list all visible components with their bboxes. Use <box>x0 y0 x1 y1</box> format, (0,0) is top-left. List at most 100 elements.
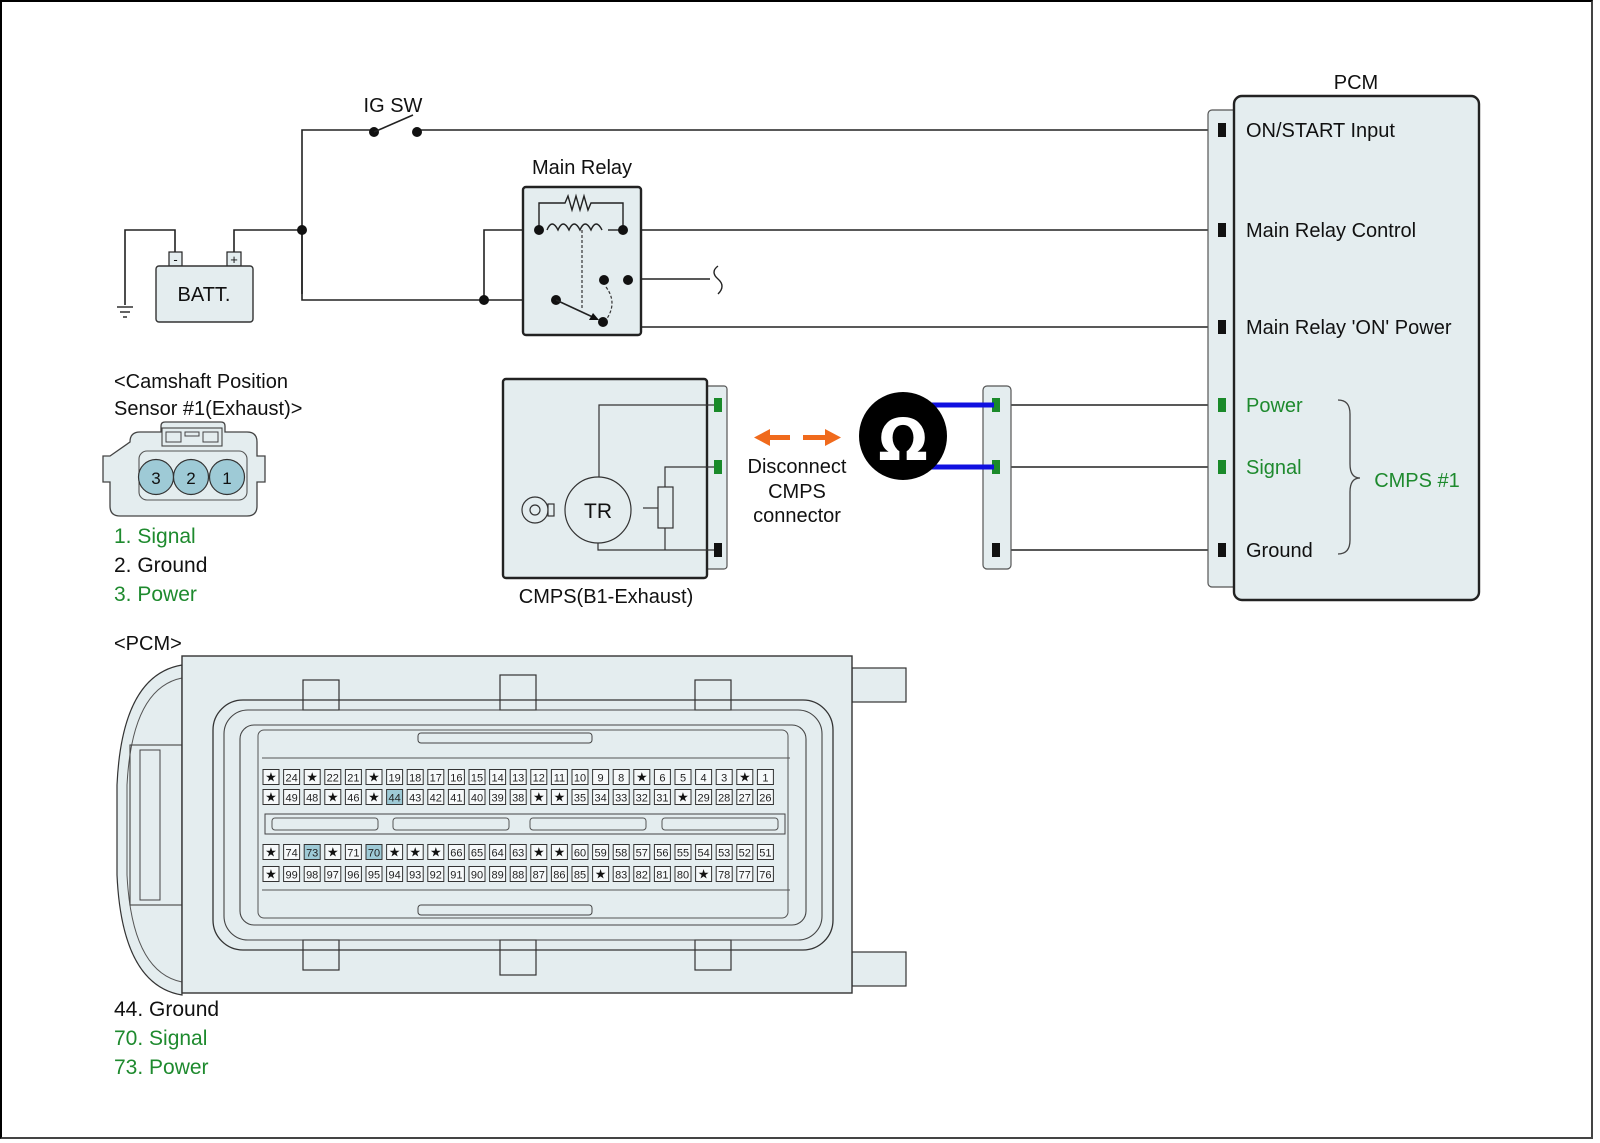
battery-label: BATT. <box>178 284 231 306</box>
disconnect-note-line2: CMPS <box>768 481 826 503</box>
pcm-pin-39 <box>489 789 507 805</box>
pcm-pin-unused <box>262 789 280 805</box>
star-icon: ★ <box>327 846 339 861</box>
pcm-terminal-pin <box>1218 460 1226 474</box>
pcm-pin-number: 51 <box>759 848 771 860</box>
pcm-pin-number: 73 <box>306 848 318 860</box>
pcm-pin-number: 38 <box>512 793 524 805</box>
pcm-terminal-label: Main Relay 'ON' Power <box>1246 317 1452 339</box>
pcm-pin-number: 82 <box>636 870 648 882</box>
transistor-icon <box>564 476 632 544</box>
pcm-pin-93 <box>406 866 424 882</box>
pcm-pin-44 <box>386 789 404 805</box>
pcm-pin-82 <box>633 866 651 882</box>
pcm-pin-unused <box>695 866 713 882</box>
pcm-pin-98 <box>303 866 321 882</box>
cmps-group-label: CMPS #1 <box>1374 470 1460 492</box>
pcm-pin-unused <box>530 844 548 860</box>
ohmmeter-probes <box>930 402 994 470</box>
pcm-pin-13 <box>509 769 527 785</box>
pcm-pin-26 <box>756 789 774 805</box>
pcm-pin-number: 5 <box>680 773 686 785</box>
pcm-pin-number: 71 <box>347 848 359 860</box>
pcm-pin-42 <box>427 789 445 805</box>
pcm-pin-number: 41 <box>450 793 462 805</box>
pcm-terminal-label: Power <box>1246 395 1303 417</box>
pcm-pin-number: 16 <box>450 773 462 785</box>
pcm-pin-number: 60 <box>574 848 586 860</box>
star-icon: ★ <box>368 771 380 786</box>
star-icon: ★ <box>595 868 607 883</box>
pcm-pin-number: 9 <box>598 773 604 785</box>
pcm-pin-35 <box>571 789 589 805</box>
pcm-pin-number: 44 <box>388 793 400 805</box>
pcm-terminal-pin <box>1218 543 1226 557</box>
pcm-pin-number: 19 <box>388 773 400 785</box>
target-wheel-icon <box>521 496 555 524</box>
pcm-pin-number: 24 <box>285 773 297 785</box>
battery-negative-label: - <box>173 252 177 267</box>
disconnect-note-line1: Disconnect <box>748 456 847 478</box>
pcm-pin-3 <box>715 769 733 785</box>
pcm-pin-38 <box>509 789 527 805</box>
pcm-legend-item: 73. Power <box>114 1056 209 1079</box>
main-relay-label: Main Relay <box>532 157 632 179</box>
sensor-pin-2 <box>172 458 210 496</box>
wire-ig-sw-left <box>301 129 372 294</box>
pcm-pin-number: 13 <box>512 773 524 785</box>
pcm-terminal-pin <box>1218 320 1226 334</box>
pcm-pin-unused <box>386 844 404 860</box>
pcm-pin-number: 22 <box>327 773 339 785</box>
wire-main-relay-on-power <box>627 279 1210 328</box>
pcm-pin-10 <box>571 769 589 785</box>
harness-connector <box>982 385 1012 570</box>
pcm-pin-number: 99 <box>285 870 297 882</box>
pcm-connector: <PCM> ★ 24 <box>114 633 907 996</box>
wire-batt-positive <box>233 229 302 258</box>
cmps-element-label: TR <box>584 500 612 523</box>
pcm-pin-29 <box>695 789 713 805</box>
pcm-pin-number: 8 <box>618 773 624 785</box>
pcm-pin-34 <box>592 789 610 805</box>
pcm-pin-unused <box>427 844 445 860</box>
pcm-pin-unused <box>633 769 651 785</box>
pcm-pin-number: 27 <box>739 793 751 805</box>
pcm-legend-item: 44. Ground <box>114 998 219 1021</box>
pcm-pin-15 <box>468 769 486 785</box>
pcm-pin-70 <box>365 844 383 860</box>
pcm-pin-number: 88 <box>512 870 524 882</box>
pcm-pin-unused <box>365 789 383 805</box>
pcm-pin-87 <box>530 866 548 882</box>
pcm-terminal-pin <box>1218 123 1226 137</box>
pcm-title: PCM <box>1334 72 1378 94</box>
pcm-body <box>1232 94 1481 602</box>
ig-switch: IG SW <box>364 95 423 137</box>
pcm-pin-94 <box>386 866 404 882</box>
pcm-pin-unused <box>262 844 280 860</box>
pcm-pin-11 <box>550 769 568 785</box>
pcm-pin-21 <box>344 769 362 785</box>
pcm-terminal-pin <box>1218 223 1226 237</box>
pcm-pin-9 <box>592 769 610 785</box>
wire-break-icon <box>713 265 723 295</box>
pcm-pin-4 <box>695 769 713 785</box>
pcm-pin-number: 33 <box>615 793 627 805</box>
pcm-pin-number: 11 <box>554 773 565 785</box>
pcm-pin-number: 39 <box>491 793 503 805</box>
pcm-pin-number: 52 <box>739 848 751 860</box>
pcm-pin-33 <box>612 789 630 805</box>
pcm-pin-number: 97 <box>327 870 339 882</box>
pcm-pin-number: 49 <box>285 793 297 805</box>
pcm-pin-95 <box>365 866 383 882</box>
pcm-pin-number: 95 <box>368 870 380 882</box>
pcm-pin-90 <box>468 866 486 882</box>
pcm-pin-49 <box>283 789 301 805</box>
pcm-pin-number: 3 <box>721 773 727 785</box>
harness-pin-ground <box>992 543 1000 557</box>
pcm-connector-title: <PCM> <box>114 633 182 655</box>
pcm-pin-unused <box>530 789 548 805</box>
pcm-pin-number: 10 <box>574 773 586 785</box>
pcm-terminal-label: Ground <box>1246 540 1313 562</box>
pcm-pin-number: 55 <box>677 848 689 860</box>
